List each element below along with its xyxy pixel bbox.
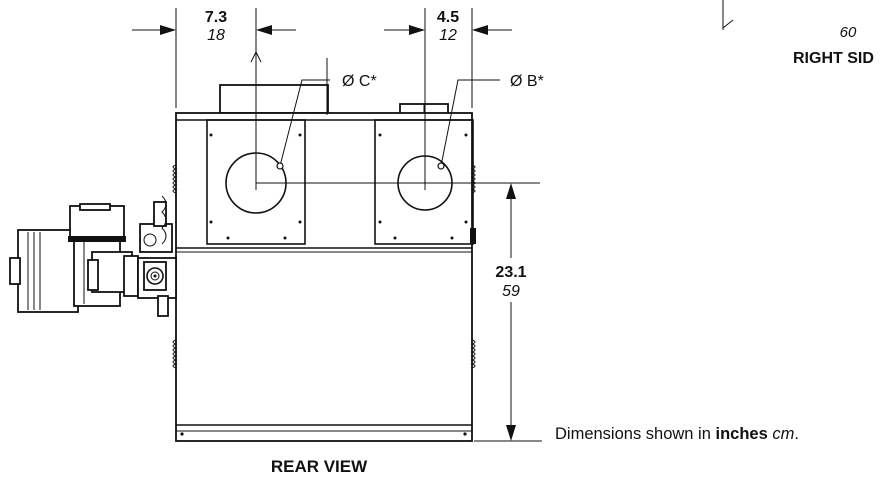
flue-b-callout: Ø B* — [510, 73, 544, 90]
units-note-inches: inches — [715, 425, 768, 443]
rear-view-label: REAR VIEW — [271, 457, 368, 476]
top-dimension-lines — [132, 8, 512, 108]
boiler-cabinet — [172, 84, 476, 442]
right-offset-inches: 4.5 — [437, 9, 459, 26]
centerlines — [250, 50, 540, 190]
flue-c-callout: Ø C* — [342, 73, 377, 90]
side-depth-cm: 60 — [840, 24, 857, 41]
callout-leaders — [276, 79, 500, 170]
units-note-prefix: Dimensions shown in — [555, 425, 716, 443]
height-cm: 59 — [502, 283, 520, 300]
right-offset-cm: 12 — [439, 27, 457, 44]
height-inches: 23.1 — [495, 264, 526, 281]
units-note: Dimensions shown in inches cm. — [555, 425, 799, 444]
right-side-fragment — [722, 0, 734, 30]
left-offset-inches: 7.3 — [205, 9, 227, 26]
units-note-suffix: . — [794, 425, 799, 443]
height-dimension — [474, 183, 542, 442]
gas-valve — [139, 195, 173, 317]
left-offset-cm: 18 — [207, 27, 225, 44]
units-note-cm: cm — [772, 425, 795, 443]
right-side-label: RIGHT SID — [793, 50, 874, 67]
burner-control-box — [68, 203, 126, 242]
